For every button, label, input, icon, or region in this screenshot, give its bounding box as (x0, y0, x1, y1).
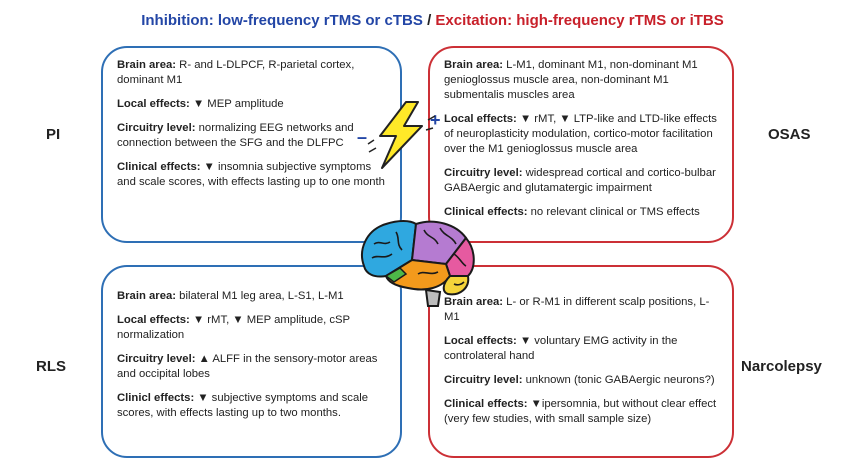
label-rls: RLS (36, 358, 66, 375)
lightning-bolt-icon (367, 101, 436, 169)
osas-brain-area: Brain area: L-M1, dominant M1, non-domin… (444, 58, 718, 103)
narcolepsy-local-text: ▼ voluntary EMG activity in the controla… (444, 335, 678, 362)
osas-brain-area-label: Brain area: (444, 59, 504, 71)
rls-circuitry-label: Circuitry level: (117, 353, 196, 365)
narcolepsy-clinical-text: ▼ipersomnia, but without clear effect (v… (444, 398, 717, 425)
diagram-title: Inhibition: low-frequency rTMS or cTBS /… (0, 12, 865, 29)
narcolepsy-circuitry: Circuitry level: unknown (tonic GABAergi… (444, 373, 718, 388)
narcolepsy-brain-area: Brain area: L- or R-M1 in different scal… (444, 295, 718, 325)
pi-clinical-text: ▼ insomnia subjective symptoms and scale… (117, 161, 385, 188)
plus-sign: + (430, 110, 441, 130)
pi-brain-area: Brain area: R- and L-DLPCF, R-parietal c… (117, 58, 386, 88)
osas-clinical: Clinical effects: no relevant clinical o… (444, 205, 718, 220)
osas-clinical-label: Clinical effects: (444, 206, 528, 218)
osas-clinical-text: no relevant clinical or TMS effects (527, 206, 700, 218)
inhibition-heading: Inhibition: low-frequency rTMS or cTBS (141, 12, 423, 29)
osas-local-effects: Local effects: ▼ rMT, ▼ LTP-like and LTD… (444, 112, 718, 157)
osas-local-text: ▼ rMT, ▼ LTP-like and LTD-like effects o… (444, 113, 717, 155)
narcolepsy-clinical: Clinical effects: ▼ipersomnia, but witho… (444, 397, 718, 427)
pi-clinical-label: Clinical effects: (117, 161, 201, 173)
osas-circuitry: Circuitry level: widespread cortical and… (444, 166, 718, 196)
pi-circuitry-text: normalizing EEG networks and connection … (117, 122, 354, 149)
narcolepsy-brain-area-label: Brain area: (444, 296, 504, 308)
osas-panel: Brain area: L-M1, dominant M1, non-domin… (428, 46, 734, 243)
rls-clinical: Clinicl effects: ▼ subjective symptoms a… (117, 391, 386, 421)
narcolepsy-clinical-label: Clinical effects: (444, 398, 528, 410)
pi-clinical: Clinical effects: ▼ insomnia subjective … (117, 160, 386, 190)
pi-brain-area-label: Brain area: (117, 59, 177, 71)
label-narcolepsy: Narcolepsy (741, 358, 822, 375)
minus-sign: – (357, 127, 368, 147)
osas-circuitry-label: Circuitry level: (444, 167, 523, 179)
narcolepsy-local-label: Local effects: (444, 335, 517, 347)
pi-circuitry: Circuitry level: normalizing EEG network… (117, 121, 386, 151)
narcolepsy-circuitry-text: unknown (tonic GABAergic neurons?) (522, 374, 715, 386)
narcolepsy-local-effects: Local effects: ▼ voluntary EMG activity … (444, 334, 718, 364)
pi-brain-area-text: R- and L-DLPCF, R-parietal cortex, domin… (117, 59, 355, 86)
osas-brain-area-text: L-M1, dominant M1, non-dominant M1 genio… (444, 59, 698, 101)
rls-panel: Brain area: bilateral M1 leg area, L-S1,… (101, 265, 402, 458)
excitation-heading: Excitation: high-frequency rTMS or iTBS (435, 12, 724, 29)
rls-circuitry: Circuitry level: ▲ ALFF in the sensory-m… (117, 352, 386, 382)
narcolepsy-panel: Brain area: L- or R-M1 in different scal… (428, 265, 734, 458)
narcolepsy-circuitry-label: Circuitry level: (444, 374, 523, 386)
rls-brain-area-text: bilateral M1 leg area, L-S1, L-M1 (176, 290, 344, 302)
label-osas: OSAS (768, 126, 811, 143)
brain-icon (361, 220, 475, 307)
rls-local-label: Local effects: (117, 314, 190, 326)
osas-circuitry-text: widespread cortical and cortico-bulbar G… (444, 167, 716, 194)
rls-local-text: ▼ rMT, ▼ MEP amplitude, cSP normalizatio… (117, 314, 350, 341)
pi-local-label: Local effects: (117, 98, 190, 110)
pi-panel: Brain area: R- and L-DLPCF, R-parietal c… (101, 46, 402, 243)
rls-clinical-label: Clinicl effects: (117, 392, 195, 404)
pi-local-text: ▼ MEP amplitude (189, 98, 284, 110)
rls-brain-area-label: Brain area: (117, 290, 177, 302)
narcolepsy-brain-area-text: L- or R-M1 in different scalp positions,… (444, 296, 710, 323)
rls-brain-area: Brain area: bilateral M1 leg area, L-S1,… (117, 289, 386, 304)
label-pi: PI (46, 126, 61, 143)
rls-local-effects: Local effects: ▼ rMT, ▼ MEP amplitude, c… (117, 313, 386, 343)
title-separator: / (427, 12, 432, 29)
pi-circuitry-label: Circuitry level: (117, 122, 196, 134)
rls-circuitry-text: ▲ ALFF in the sensory-motor areas and oc… (117, 353, 378, 380)
pi-local-effects: Local effects: ▼ MEP amplitude (117, 97, 386, 112)
rls-clinical-text: ▼ subjective symptoms and scale scores, … (117, 392, 369, 419)
osas-local-label: Local effects: (444, 113, 517, 125)
